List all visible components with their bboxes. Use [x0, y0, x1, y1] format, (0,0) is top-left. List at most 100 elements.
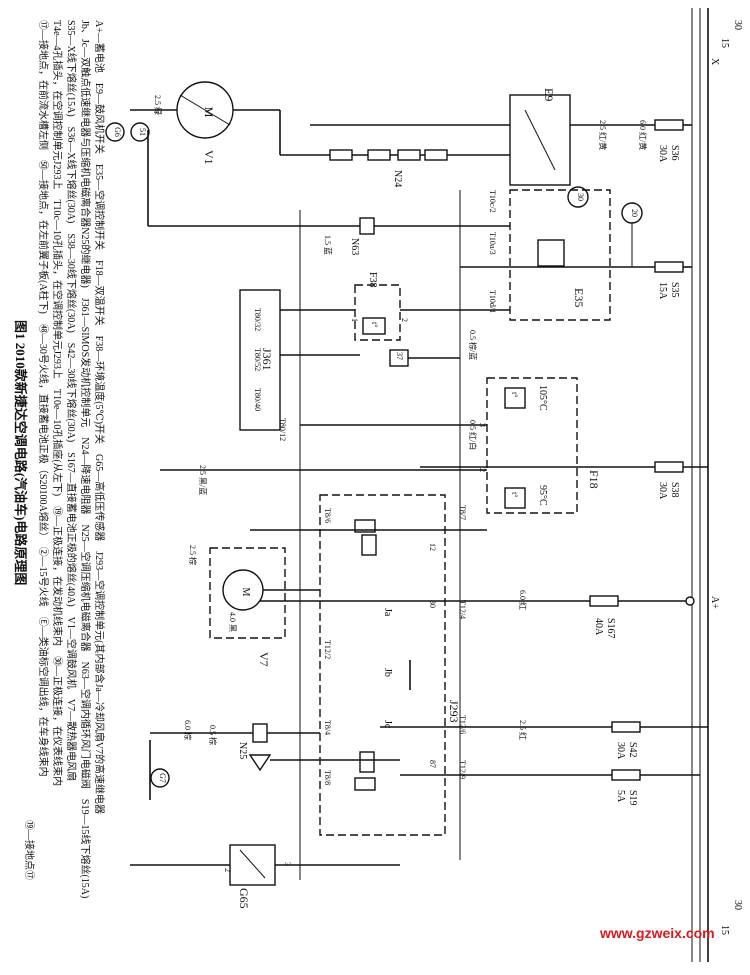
fuse-s35: S35 15A: [654, 261, 692, 300]
resistor-n24: N24: [280, 149, 510, 187]
rail-label-15: 15: [719, 38, 730, 48]
svg-text:Ja: Ja: [382, 608, 393, 617]
svg-text:t°: t°: [510, 392, 519, 397]
legend: A+—蓄电池 E9—鼓风机开关 E35—空调控制开关 F18—双温开关 F38—…: [23, 20, 106, 898]
svg-text:N24: N24: [392, 170, 403, 187]
valve-n63: N63: [148, 217, 510, 255]
pin-label: T12/2: [323, 640, 332, 659]
pin-label: T12/9: [458, 760, 467, 779]
svg-text:S19: S19: [627, 790, 638, 806]
legend-line-3: S35—X线下熔丝(15A) S36—X线下熔丝(30A) S38—30线下熔丝…: [65, 20, 78, 781]
svg-text:M: M: [240, 588, 251, 597]
fan-v7: M V7: [209, 547, 320, 667]
pin-label: T10d/1: [488, 290, 497, 313]
svg-text:G7: G7: [158, 773, 167, 783]
wire-label: 2.5 红: [518, 720, 528, 740]
svg-text:S42: S42: [627, 742, 638, 758]
svg-text:E9: E9: [542, 88, 556, 101]
clutch-n25: N25: [150, 723, 320, 772]
svg-text:15A: 15A: [657, 282, 668, 300]
fuse-s167: S167 40A: [589, 595, 619, 639]
wire-label: 2.5 红/黄: [598, 120, 608, 150]
svg-text:Jb: Jb: [382, 668, 393, 677]
switch-f18: t° t° 105°C 95°C F18 3 2: [160, 377, 601, 514]
figure-caption: 图1 2010款新捷达空调电路(汽油车)电路原理图: [13, 320, 28, 585]
svg-text:A+: A+: [709, 596, 720, 609]
svg-text:51: 51: [138, 128, 147, 136]
svg-text:3: 3: [283, 862, 292, 866]
wire-label: 6.0 棕: [183, 720, 193, 740]
svg-text:S167: S167: [605, 618, 616, 639]
rail-label-x: X: [709, 58, 720, 66]
svg-text:5A: 5A: [615, 790, 626, 803]
svg-text:G6: G6: [113, 127, 122, 137]
pin-label: T8/7: [458, 505, 467, 520]
svg-text:S36: S36: [669, 145, 680, 161]
wire-label: 2.5 棕: [188, 545, 198, 565]
legend-line-1: A+—蓄电池 E9—鼓风机开关 E35—空调控制开关 F18—双温开关 F38—…: [93, 20, 106, 814]
svg-text:30: 30: [428, 600, 437, 608]
svg-text:t°: t°: [370, 322, 379, 327]
wire-label: 6.0 红: [518, 590, 528, 610]
battery-a-plus: A+: [685, 596, 720, 609]
wire-label: 0.5 红/白: [468, 420, 478, 450]
pin-label: T10c/2: [488, 190, 497, 213]
svg-text:N25: N25: [237, 742, 248, 759]
fuse-s36: S36 30A: [654, 119, 692, 163]
legend-line-5: ⑰—接地点，在前流水槽左侧 ㊿—接地点，在左前翼子板(A柱下) ㊽—30号火线，…: [37, 20, 50, 777]
wire-label: 2.5 绿: [153, 95, 162, 115]
svg-text:20: 20: [630, 209, 639, 217]
fuse-s42: S42 30A: [611, 721, 708, 760]
switch-f38: t° F38 1 2: [350, 272, 510, 341]
svg-text:30A: 30A: [657, 145, 668, 163]
wire-label: 1.5 蓝: [323, 235, 333, 255]
svg-text:12: 12: [428, 543, 437, 551]
wire-label: 6.0 红/黄: [638, 120, 648, 150]
svg-text:J361: J361: [260, 348, 274, 371]
svg-text:S35: S35: [669, 282, 680, 298]
svg-text:V1: V1: [202, 150, 216, 165]
connector-37: 37: [389, 349, 460, 367]
svg-text:2: 2: [223, 868, 232, 872]
pin-label: T12/6: [458, 715, 467, 734]
svg-text:1: 1: [350, 318, 359, 322]
legend-line-2: Jb、Jc—双触点低速继电器与压缩机电磁离合器N25的继电器) J361—SIM…: [79, 20, 92, 898]
svg-text:30: 30: [576, 193, 585, 201]
marker-30: 30: [567, 186, 589, 208]
svg-text:37: 37: [395, 352, 404, 360]
svg-text:T80/40: T80/40: [253, 388, 262, 411]
legend-line-4: T4e—4孔插头，在空调控制单元J293上 T10c—10孔插头，在空调控制单元…: [51, 20, 64, 786]
pin-label: T8/4: [323, 720, 332, 735]
wire-label: 0.5 棕/蓝: [468, 330, 478, 360]
marker-20: 20: [621, 202, 643, 267]
svg-text:N63: N63: [349, 238, 360, 255]
svg-text:V7: V7: [257, 652, 271, 667]
motor-v1: M V1: [130, 81, 281, 165]
ecu-j361: J361 T80/32 T80/52 T80/40 T80/12: [239, 289, 360, 441]
control-unit-j293: J293 Ja Jb Jc 12 30 87: [250, 494, 487, 836]
svg-text:40A: 40A: [593, 618, 604, 636]
svg-text:T80/52: T80/52: [253, 348, 262, 371]
rail-label-30: 30: [732, 20, 743, 30]
svg-text:E35: E35: [572, 288, 586, 307]
svg-text:S38: S38: [669, 482, 680, 498]
ground-51: 51 G6: [105, 122, 150, 142]
rail-label-15-bottom: 15: [719, 925, 730, 935]
sensor-g65: G65 3 2: [130, 844, 400, 909]
switch-e9: E9: [509, 88, 571, 186]
svg-text:2: 2: [400, 318, 409, 322]
ground-g7: G7: [149, 740, 170, 800]
svg-text:F18: F18: [587, 470, 601, 489]
pin-label: T12/4: [458, 600, 467, 619]
svg-text:30A: 30A: [615, 742, 626, 760]
svg-text:95°C: 95°C: [537, 485, 548, 506]
svg-text:105°C: 105°C: [537, 385, 548, 411]
svg-text:30A: 30A: [657, 482, 668, 500]
fuse-s19: S19 5A: [611, 769, 700, 806]
legend-line-6: ⑲—接地点⑰: [23, 820, 36, 880]
wire-label: 2.5 黑/蓝: [198, 465, 208, 495]
wire-label: 4.0 黑: [228, 612, 237, 632]
svg-text:T80/12: T80/12: [278, 418, 287, 441]
